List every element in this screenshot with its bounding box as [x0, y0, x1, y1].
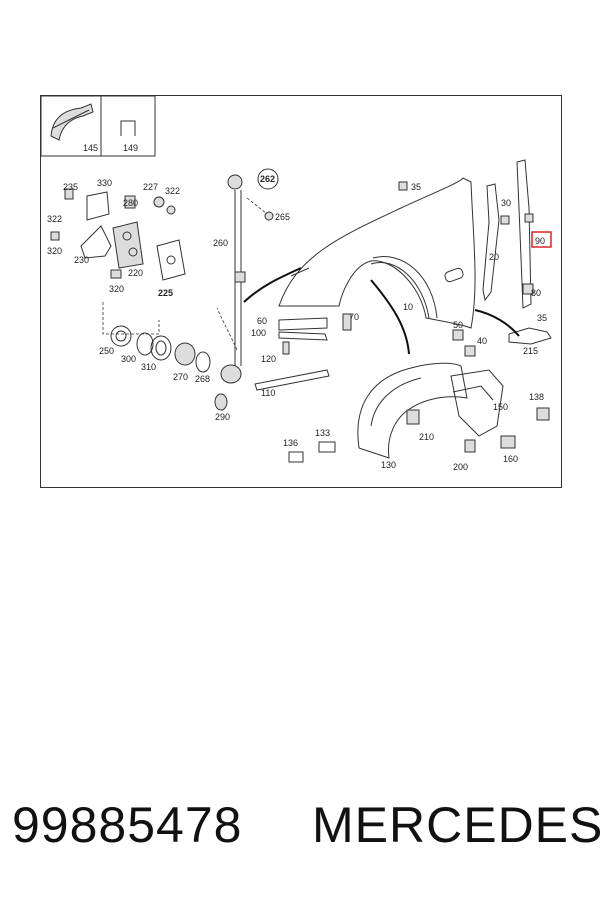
label-322a: 322: [165, 186, 180, 196]
label-262: 262: [260, 174, 275, 184]
label-230: 230: [74, 255, 89, 265]
label-310: 310: [141, 362, 156, 372]
label-270: 270: [173, 372, 188, 382]
label-235: 235: [63, 182, 78, 192]
label-35b: 35: [537, 313, 547, 323]
label-133: 133: [315, 428, 330, 438]
highlight-box-90: [531, 231, 552, 248]
label-90: 90: [535, 236, 545, 246]
fender-panel: [278, 177, 476, 329]
label-40: 40: [477, 336, 487, 346]
trim-strips: [254, 313, 552, 391]
label-149: 149: [123, 143, 138, 153]
part-number: 99885478: [12, 797, 243, 853]
label-215: 215: [523, 346, 538, 356]
clips: [288, 407, 550, 463]
label-110: 110: [261, 388, 275, 398]
label-260: 260: [213, 238, 228, 248]
arrow-fender-to-liner: [370, 279, 410, 355]
label-225: 225: [158, 288, 173, 298]
parts-diagram: 145 149 235 330 227 322 322 280 320 230 …: [40, 95, 562, 488]
label-250: 250: [99, 346, 114, 356]
rod-260: [227, 168, 279, 366]
label-290: 290: [215, 412, 230, 422]
label-145: 145: [83, 143, 98, 153]
label-136: 136: [283, 438, 298, 448]
label-265: 265: [275, 212, 290, 222]
arrow-rod-to-fender: [243, 267, 302, 303]
label-220: 220: [128, 268, 143, 278]
label-160: 160: [503, 454, 518, 464]
label-280: 280: [123, 198, 138, 208]
label-320a: 320: [47, 246, 62, 256]
label-200: 200: [453, 462, 468, 472]
label-268: 268: [195, 374, 210, 384]
label-322b: 322: [47, 214, 62, 224]
parts-diagram-drawing: 145 149 235 330 227 322 322 280 320 230 …: [41, 96, 552, 472]
brand-name: MERCEDES: [312, 797, 600, 853]
label-20: 20: [489, 252, 499, 262]
label-50: 50: [453, 320, 463, 330]
label-330: 330: [97, 178, 112, 188]
inset-149: 149: [100, 96, 156, 157]
label-80: 80: [531, 288, 541, 298]
brackets-right: [398, 159, 534, 309]
label-138: 138: [529, 392, 544, 402]
label-100: 100: [251, 328, 266, 338]
label-120: 120: [261, 354, 276, 364]
label-10: 10: [403, 302, 413, 312]
label-300: 300: [121, 354, 136, 364]
wheel-arch-liner: [357, 362, 516, 459]
label-35a: 35: [411, 182, 421, 192]
leader-line: [216, 307, 238, 351]
label-70: 70: [349, 312, 359, 322]
label-320b: 320: [109, 284, 124, 294]
label-130: 130: [381, 460, 396, 470]
hinge-assembly: [50, 188, 186, 281]
arrow-bracket: [474, 309, 520, 337]
label-30: 30: [501, 198, 511, 208]
label-60: 60: [257, 316, 267, 326]
product-footer: 99885478 MERCEDES: [0, 796, 600, 866]
label-150: 150: [493, 402, 508, 412]
label-227: 227: [143, 182, 158, 192]
label-210: 210: [419, 432, 434, 442]
seal-group: [102, 302, 242, 411]
inset-145: 145: [41, 96, 102, 157]
